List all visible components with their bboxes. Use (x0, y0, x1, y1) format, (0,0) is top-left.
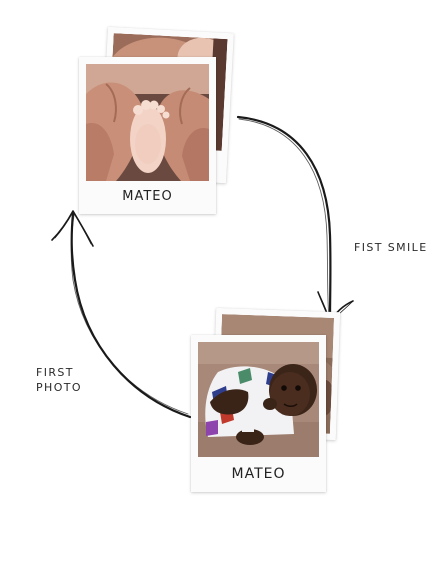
left-arc-arrow (70, 211, 192, 419)
first-photo-note: FIRST PHOTO (36, 365, 82, 395)
first-photo-line1: FIRST (36, 366, 74, 379)
smiling-baby-photo (198, 342, 319, 457)
top-card-caption: MATEO (122, 189, 173, 204)
left-arrowhead (51, 210, 94, 247)
fist-smile-note: FIST SMILE (354, 241, 428, 254)
baby-feet-photo (86, 64, 209, 181)
top-polaroid[interactable]: MATEO (79, 57, 216, 214)
right-arc-arrow (236, 115, 332, 322)
bottom-card-caption: MATEO (231, 466, 286, 482)
bottom-polaroid[interactable]: MATEO (191, 335, 326, 492)
first-photo-line2: PHOTO (36, 381, 82, 394)
